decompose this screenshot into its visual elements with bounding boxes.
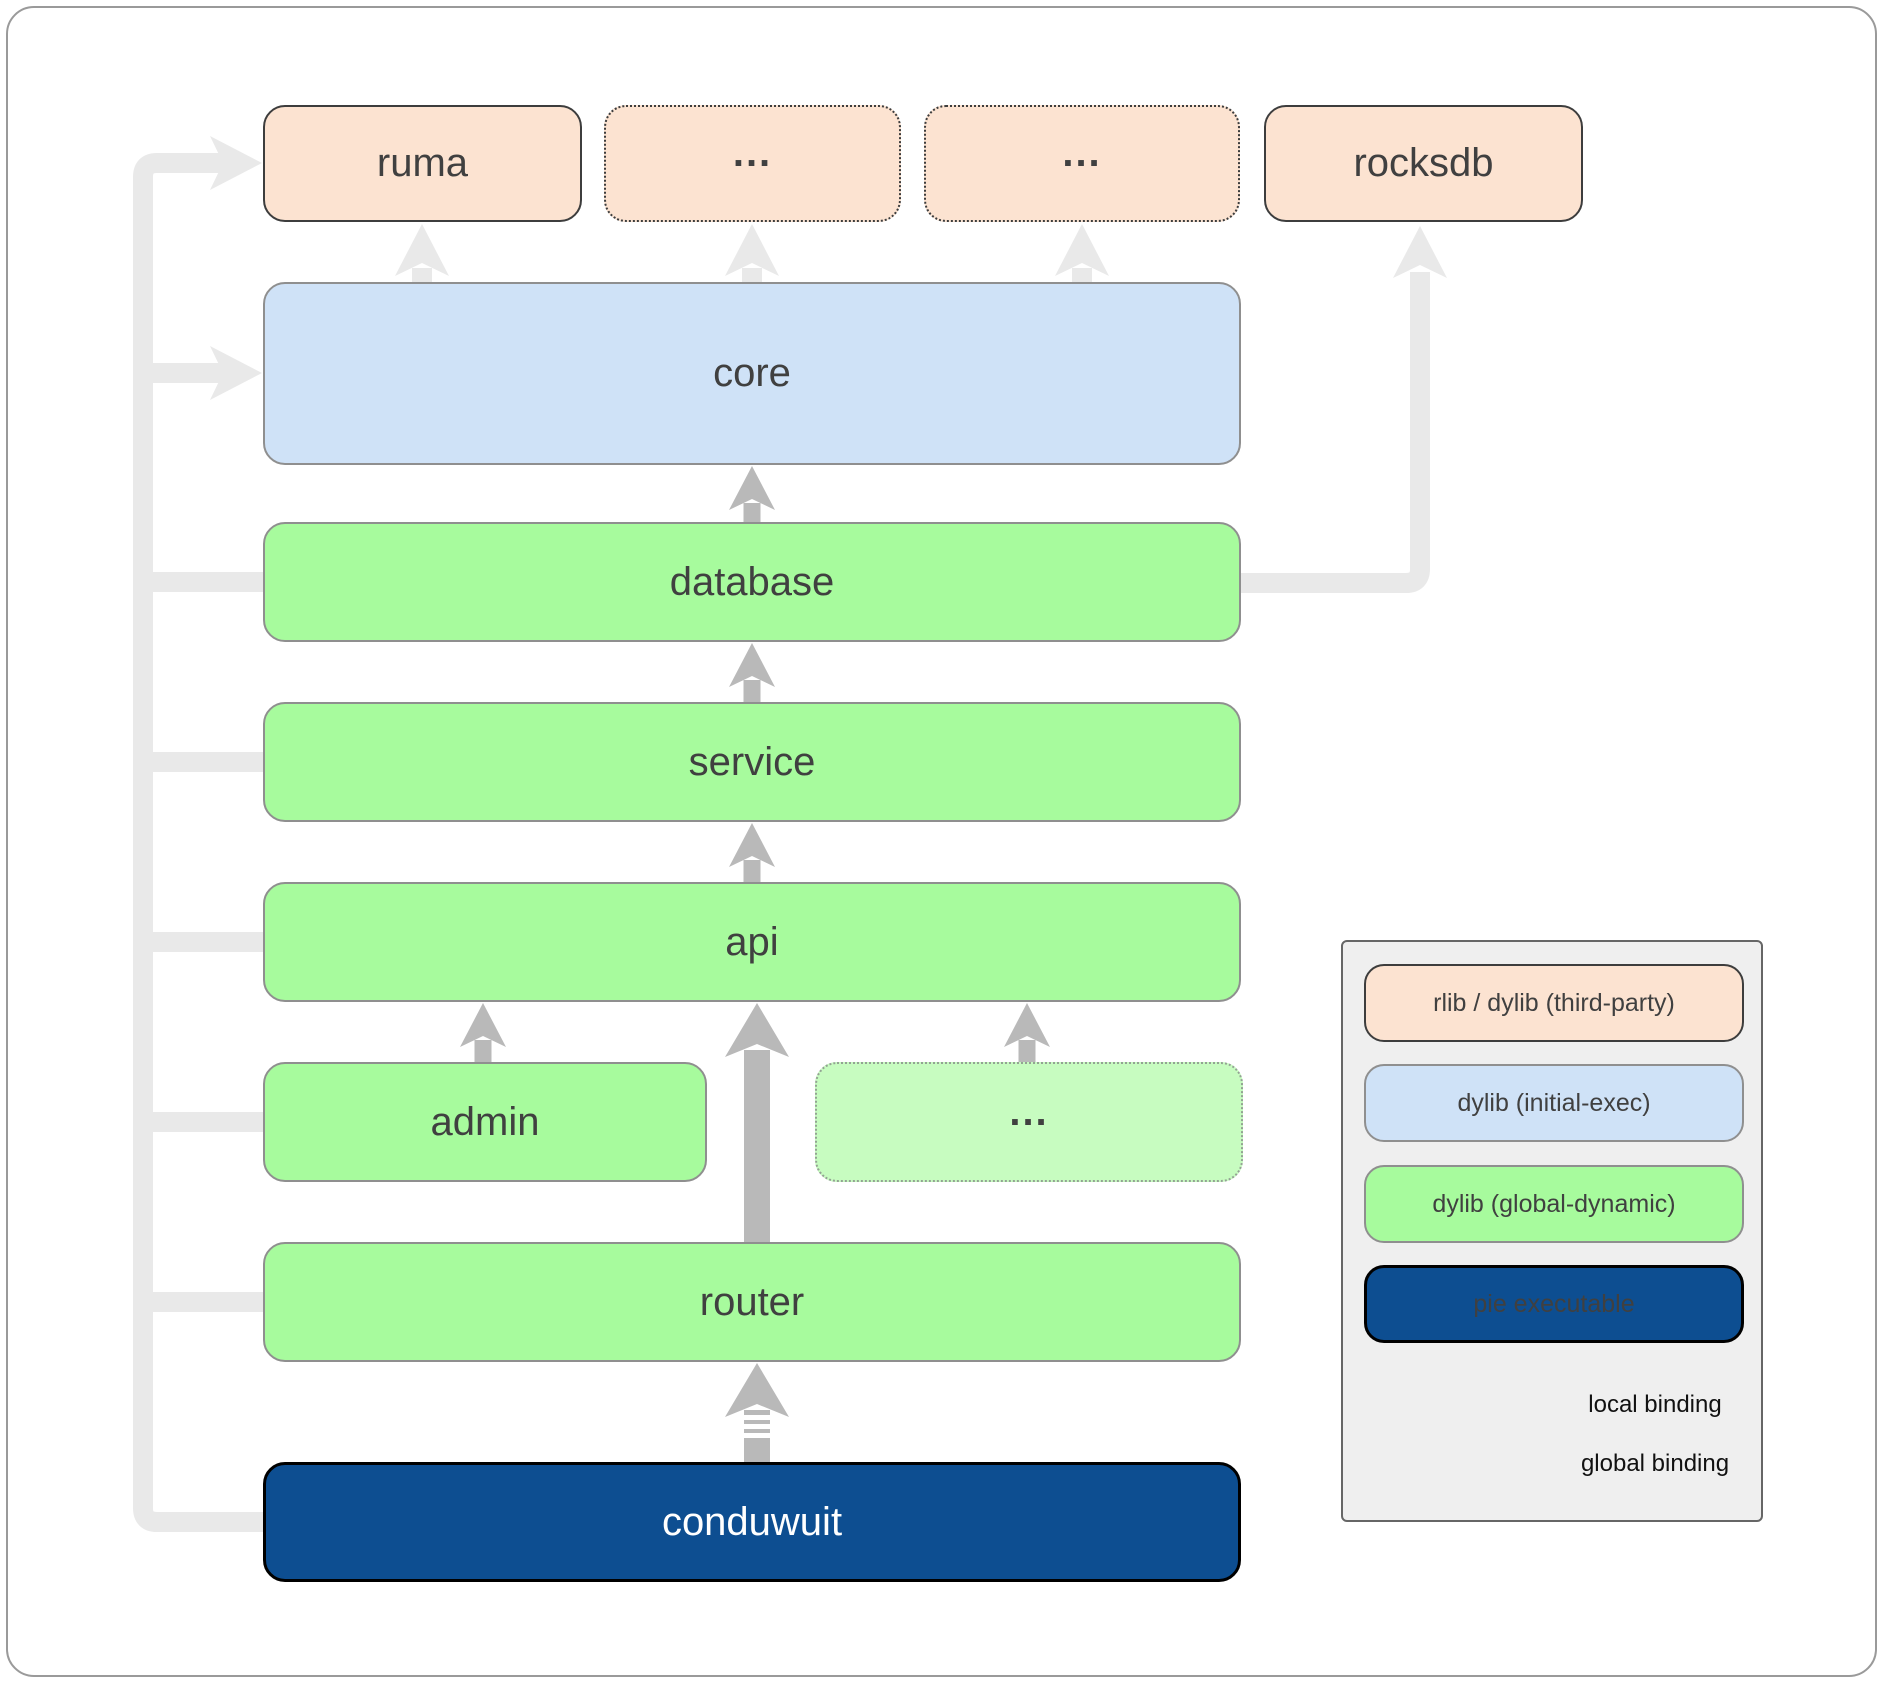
node-admin: admin	[263, 1062, 707, 1182]
node-service: service	[263, 702, 1241, 822]
edge-router-api-arrowhead	[725, 1003, 789, 1057]
node-ellipsis-top-1: ...	[604, 105, 901, 222]
node-database-label: database	[669, 559, 835, 604]
node-rocksdb: rocksdb	[1264, 105, 1583, 222]
node-ellipsis-top-2-label: ...	[1062, 131, 1102, 175]
legend-item-global-dynamic: dylib (global-dynamic)	[1364, 1165, 1744, 1243]
node-database: database	[263, 522, 1241, 642]
legend-item-initial-exec: dylib (initial-exec)	[1364, 1064, 1744, 1142]
node-core-label: core	[713, 351, 791, 395]
node-conduwuit-label: conduwuit	[661, 1499, 843, 1544]
edge-stack-shafts	[474, 503, 1036, 1063]
legend-item-global-dynamic-label: dylib (global-dynamic)	[1432, 1189, 1676, 1218]
edge-core-top-arrowheads	[395, 224, 1109, 276]
legend-item-initial-exec-label: dylib (initial-exec)	[1457, 1088, 1651, 1117]
edge-conduwuit-router-arrowhead	[725, 1363, 789, 1417]
node-core: core	[263, 282, 1241, 465]
edge-database-rocksdb-arrowhead	[1393, 226, 1447, 278]
legend-item-pie-executable: pie executable	[1364, 1265, 1744, 1343]
legend-panel: rlib / dylib (third-party) dylib (initia…	[1341, 940, 1763, 1522]
edge-core-top-shafts	[412, 268, 1092, 283]
node-router-label: router	[699, 1279, 805, 1324]
legend-item-pie-executable-label: pie executable	[1473, 1289, 1635, 1318]
node-admin-label: admin	[430, 1099, 540, 1144]
legend-item-third-party-label: rlib / dylib (third-party)	[1433, 988, 1675, 1017]
node-service-label: service	[688, 739, 816, 784]
edge-database-rocksdb	[1241, 272, 1430, 593]
node-ruma: ruma	[263, 105, 582, 222]
node-api: api	[263, 882, 1241, 1002]
edge-left-trunk-arrowheads	[210, 136, 262, 400]
node-ellipsis-top-2: ...	[924, 105, 1240, 222]
node-ellipsis-top-1-label: ...	[732, 131, 773, 175]
node-ruma-label: ruma	[376, 141, 469, 185]
node-ellipsis-mid: ...	[815, 1062, 1243, 1182]
node-conduwuit: conduwuit	[263, 1462, 1241, 1582]
legend-global-binding-label: global binding	[1580, 1450, 1730, 1477]
edge-left-trunk	[133, 153, 263, 1532]
node-rocksdb-label: rocksdb	[1353, 141, 1494, 185]
node-router: router	[263, 1242, 1241, 1362]
legend-item-third-party: rlib / dylib (third-party)	[1364, 964, 1744, 1042]
legend-local-binding-label: local binding	[1588, 1391, 1722, 1418]
edge-stack-arrowheads	[460, 466, 1050, 1047]
node-api-label: api	[725, 919, 779, 964]
node-ellipsis-mid-label: ...	[1009, 1089, 1049, 1134]
